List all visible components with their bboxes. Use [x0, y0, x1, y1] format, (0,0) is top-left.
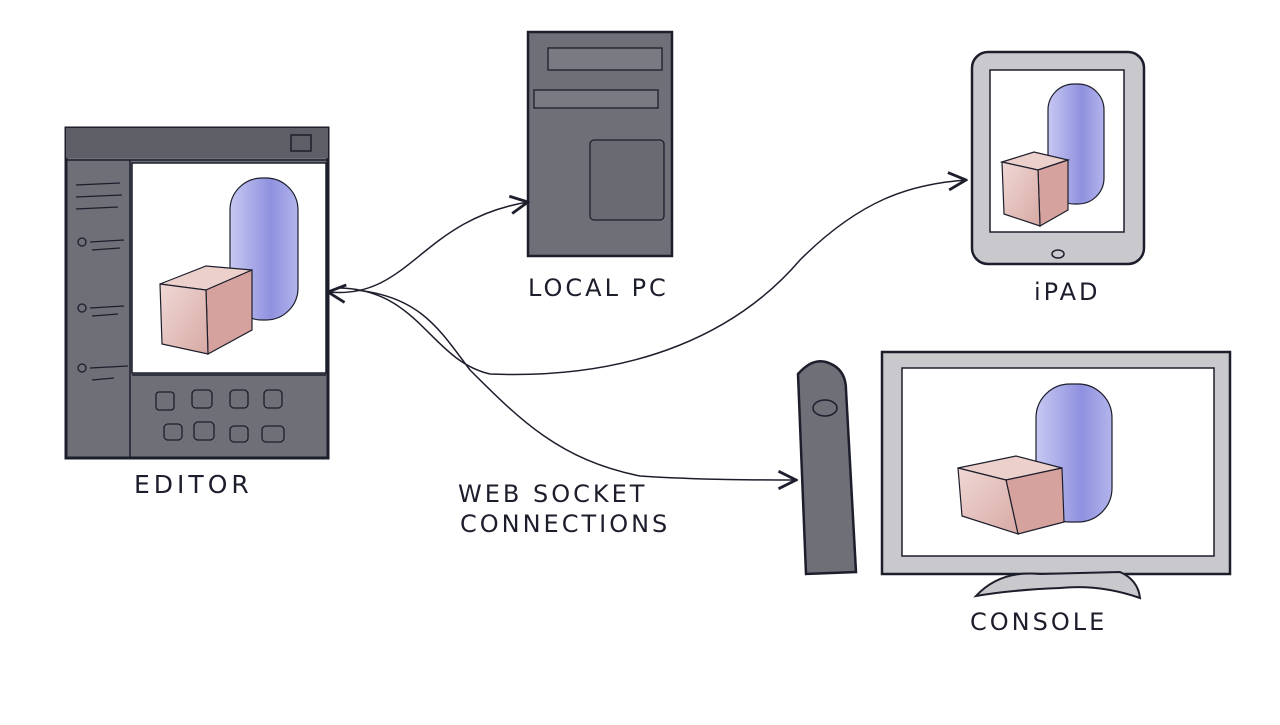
- console-button-icon: [812, 399, 838, 417]
- arrow-to-console: [354, 289, 796, 480]
- console-tower: [796, 360, 858, 576]
- home-button-icon: [1051, 249, 1065, 259]
- ipad-device: [970, 50, 1146, 266]
- window-control-icon: [290, 134, 312, 152]
- connections-label-line2: CONNECTIONS: [460, 510, 671, 538]
- arrow-to-ipad: [339, 180, 966, 376]
- pc-panel: [589, 139, 665, 221]
- console-device: [796, 350, 1232, 600]
- cube-shape: [999, 151, 1071, 228]
- editor-sidebar: [75, 182, 129, 381]
- arrow-to-local-pc: [328, 202, 528, 293]
- editor-title-bar: [66, 128, 328, 158]
- local-pc-label: LOCAL PC: [528, 274, 669, 302]
- sidebar-item-icon: [77, 303, 87, 313]
- tv-stand: [973, 570, 1142, 600]
- cube-shape: [159, 265, 253, 355]
- console-label: CONSOLE: [970, 608, 1108, 636]
- drive-bay: [547, 47, 663, 71]
- sidebar-item-icon: [77, 363, 87, 373]
- local-pc-device: [526, 30, 674, 258]
- drive-bay: [533, 89, 659, 109]
- connections-label-line1: WEB SOCKET: [458, 480, 648, 508]
- websocket-connections: [328, 180, 966, 480]
- cube-shape: [957, 455, 1065, 535]
- sidebar-item-icon: [77, 237, 87, 247]
- editor-label: EDITOR: [134, 470, 253, 499]
- asset-thumbnails: [155, 389, 285, 443]
- ipad-label: iPAD: [1034, 278, 1101, 306]
- editor-device: [64, 126, 330, 460]
